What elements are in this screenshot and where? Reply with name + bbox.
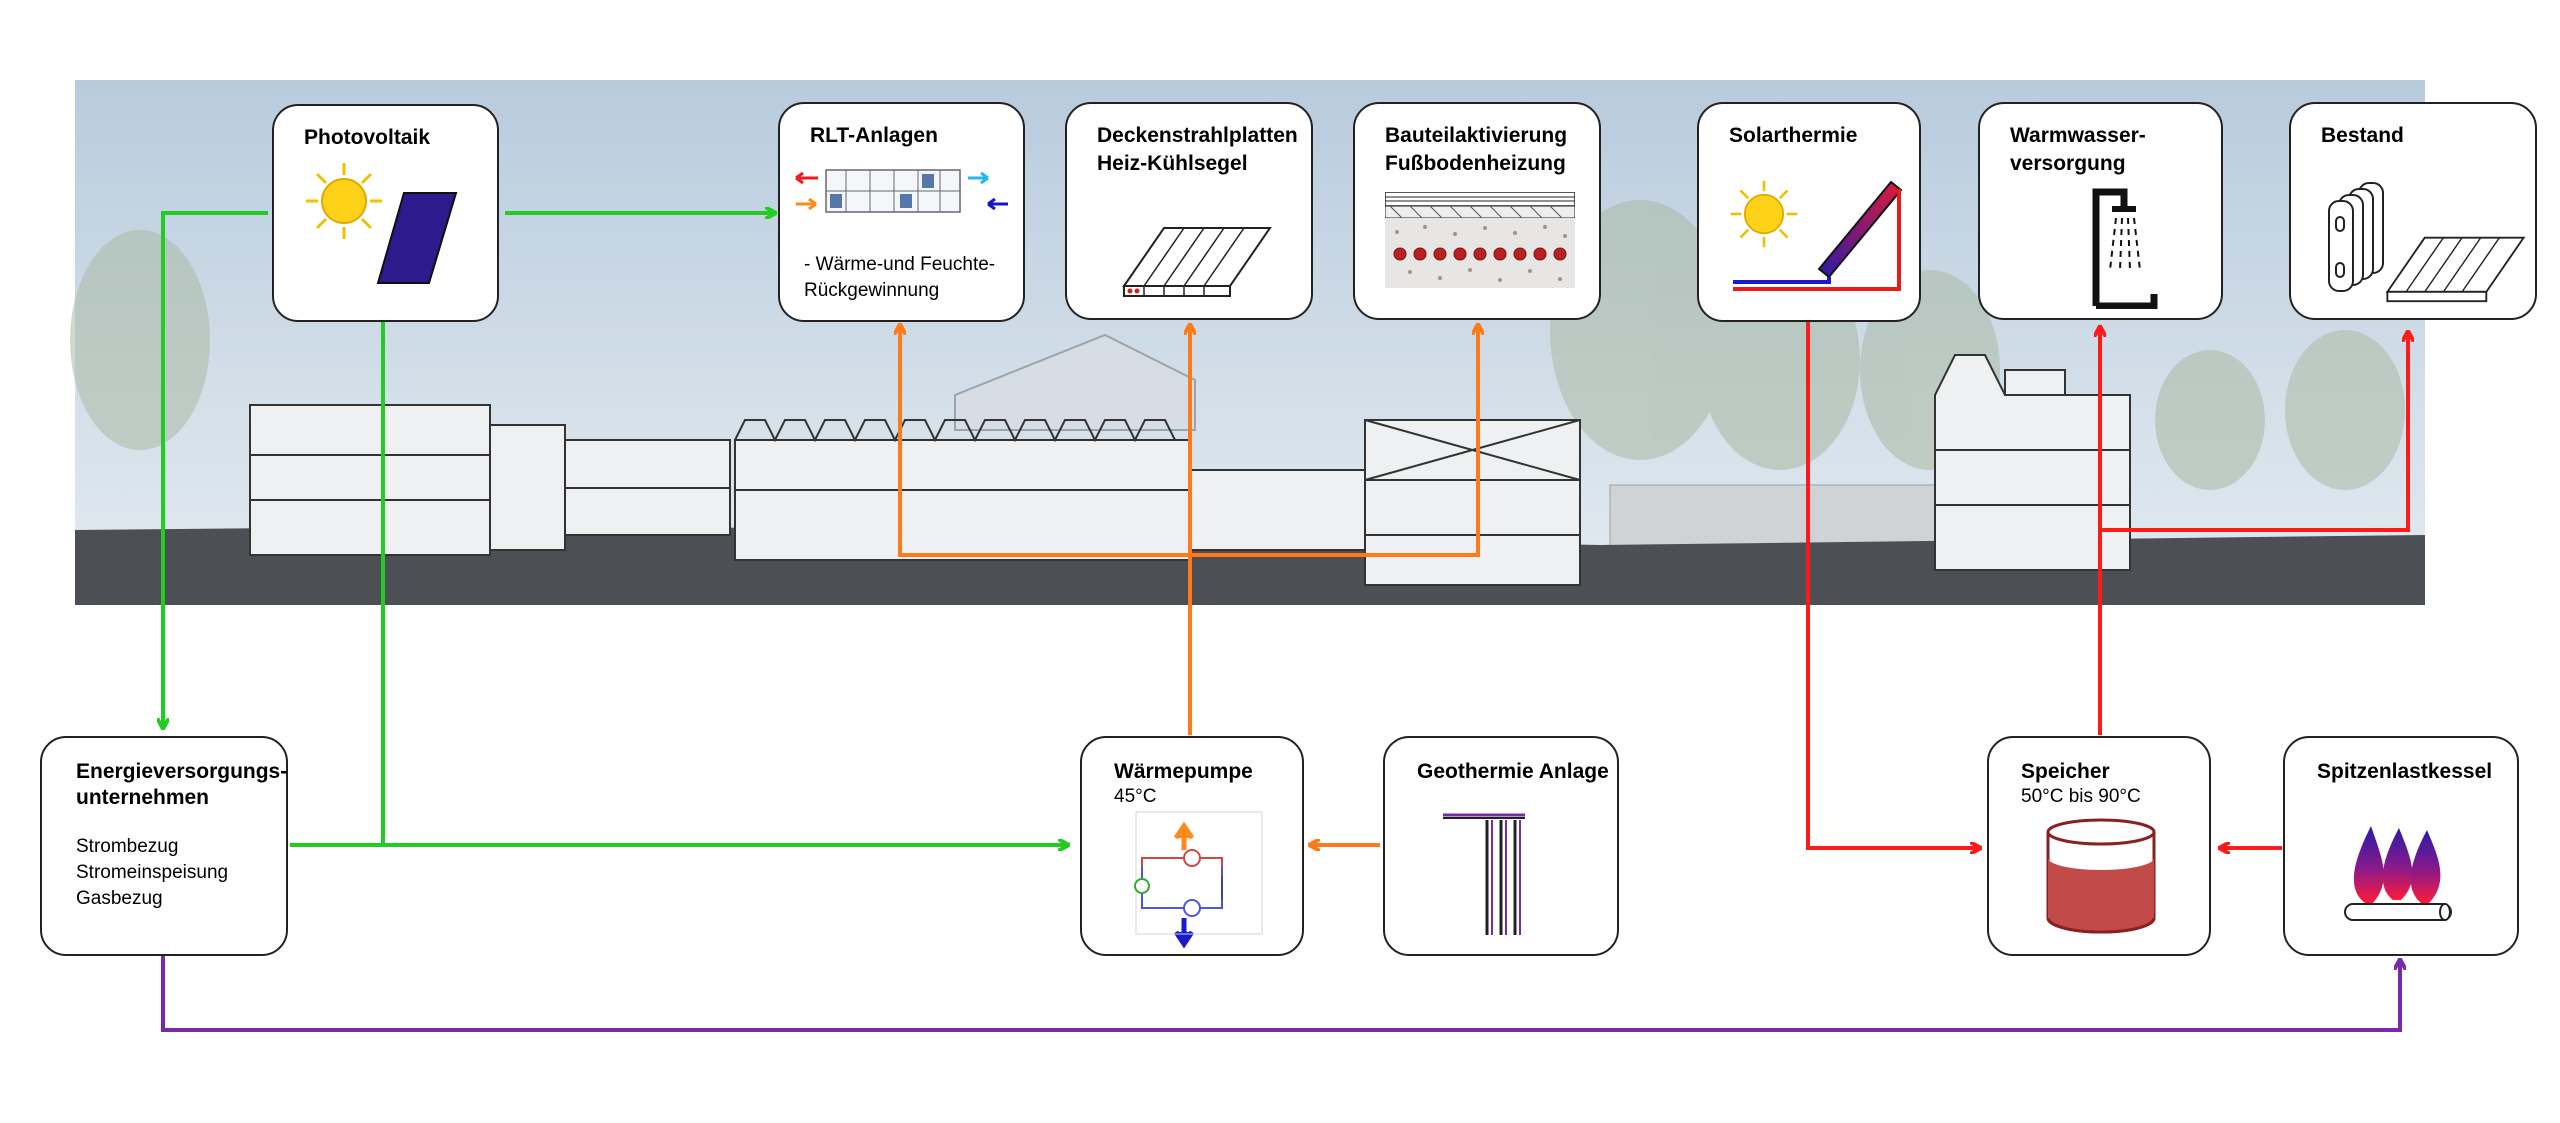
solar-panel-icon [376, 192, 458, 284]
heat-pump-cycle-icon [1134, 811, 1263, 948]
decke-title-1: Deckenstrahlplatten [1097, 124, 1298, 147]
spitzen-title: Spitzenlastkessel [2317, 760, 2493, 783]
solar-collector-icon [1733, 180, 1903, 291]
geothermie-box: Geothermie Anlage [1383, 736, 1619, 956]
speicher-box: Speicher 50°C bis 90°C [1987, 736, 2211, 956]
spitzenlastkessel-box: Spitzenlastkessel [2283, 736, 2519, 956]
bestand-title: Bestand [2321, 124, 2404, 147]
warmwasser-title-1: Warmwasser- [2010, 124, 2146, 147]
waermepumpe-temp: 45°C [1114, 786, 1157, 807]
waermepumpe-title: Wärmepumpe [1114, 760, 1253, 783]
rlt-text-2: Rückgewinnung [804, 280, 940, 301]
ceiling-panel-icon [1122, 227, 1272, 297]
building-center-right [1364, 419, 1581, 586]
bestand-box: Bestand [2289, 102, 2537, 320]
waermepumpe-box: Wärmepumpe 45°C [1080, 736, 1304, 956]
warmwasser-title-2: versorgung [2010, 152, 2126, 175]
evu-line-1: Strombezug [76, 836, 179, 857]
evu-line-2: Stromeinspeisung [76, 862, 229, 883]
electricity-lines [163, 213, 1068, 845]
radiator-icon [2328, 182, 2384, 292]
rlt-text-1: - Wärme-und Feuchte- [804, 254, 996, 275]
evu-title-1: Energieversorgungs- [76, 760, 288, 783]
evu-title-2: unternehmen [76, 786, 210, 809]
speicher-temp: 50°C bis 90°C [2021, 786, 2141, 807]
sun-icon [306, 163, 382, 239]
ground [75, 525, 2425, 605]
ceiling-panel-icon [2385, 236, 2526, 303]
fence [1609, 484, 1941, 551]
building-left [249, 404, 731, 556]
photovoltaik-title: Photovoltaik [304, 126, 431, 149]
bauteilaktivierung-box: Bauteilaktivierung Fußbodenheizung [1353, 102, 1601, 320]
rlt-title: RLT-Anlagen [810, 124, 938, 147]
bauteil-title-1: Bauteilaktivierung [1385, 124, 1568, 147]
geothermal-probe-icon [1443, 813, 1525, 935]
geothermie-title: Geothermie Anlage [1417, 760, 1609, 783]
floor-heating-icon [1385, 192, 1575, 288]
building-right-house [1934, 354, 2131, 571]
building-middle [734, 419, 1366, 561]
speicher-title: Speicher [2021, 760, 2110, 783]
solarthermie-box: Solarthermie [1697, 102, 1921, 322]
gas-line [161, 955, 2400, 1032]
heatpump-heat-lines [900, 325, 1478, 845]
solarthermie-title: Solarthermie [1729, 124, 1858, 147]
shower-icon [2092, 188, 2158, 309]
deckenstrahlplatten-box: Deckenstrahlplatten Heiz-Kühlsegel [1065, 102, 1313, 320]
storage-tank-icon [2046, 818, 2156, 934]
hot-water-lines [1806, 322, 2408, 848]
air-handling-unit-icon [795, 169, 1008, 213]
decke-title-2: Heiz-Kühlsegel [1097, 152, 1248, 175]
rlt-anlagen-box: RLT-Anlagen - Wärme-und Feuchte- Rückgew… [778, 102, 1025, 322]
background-gable-house [954, 333, 1196, 431]
gas-burner-flame-icon [2344, 826, 2452, 921]
bauteil-title-2: Fußbodenheizung [1385, 152, 1566, 175]
warmwasser-box: Warmwasser- versorgung [1978, 102, 2223, 320]
photovoltaik-box: Photovoltaik [272, 104, 499, 322]
sun-icon [1730, 180, 1798, 248]
evu-line-3: Gasbezug [76, 888, 163, 909]
energieversorgung-box: Energieversorgungs- unternehmen Strombez… [40, 736, 288, 956]
